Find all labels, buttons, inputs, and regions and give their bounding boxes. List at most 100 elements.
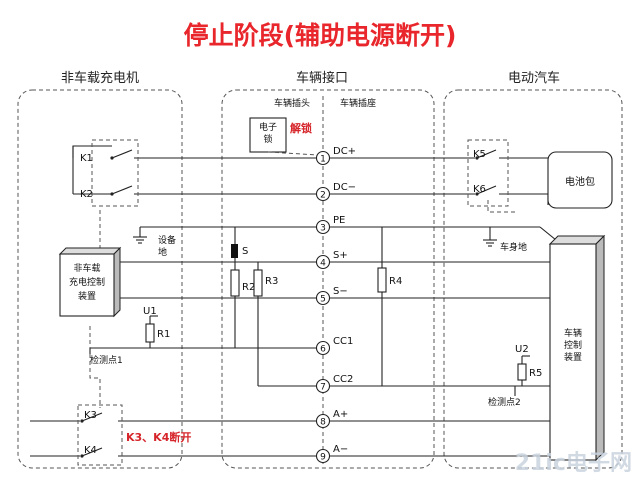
k4-label: K4 [84,445,97,456]
pin-name: PE [333,215,345,226]
vehicle-control-device: 车辆 控制 装置 [548,234,606,462]
pin-7: 7 CC2 [315,374,353,394]
svg-text:非车载: 非车载 [73,262,100,274]
pin-name: CC2 [333,374,353,385]
switch-k3 [80,412,103,423]
r4-label: R4 [389,276,402,287]
pin-number: 7 [320,383,326,393]
resistor-r1 [145,323,155,343]
r3-label: R3 [265,276,278,287]
charger-ctrl-line3: 装置 [78,290,96,302]
pin-name: S− [333,286,348,297]
k3k4-control-link [89,326,101,408]
charger-section-box [17,89,183,469]
pin-1: 1 DC+ [315,146,356,166]
pin-number: 3 [320,224,326,234]
equip-ground-label: 设备 [158,234,176,246]
vehicle-section-box [443,89,623,469]
switch-k1 [110,149,133,160]
k5k6-control-link [487,200,518,213]
u1-label: U1 [143,306,157,317]
wires [30,145,557,457]
pin-connectors: 1 DC+ 2 DC− 3 PE 4S+ 5 S− 6 CC1 7 CC2 8A+ 9 A− [315,146,356,464]
k2-label: K2 [80,189,93,200]
watermark: 21ic电子网 [515,451,632,476]
vehicle-section-label: 电动汽车 [508,70,560,86]
body-ground-symbol [483,239,497,247]
equip-ground-label-2: 地 [158,246,167,258]
charger-ctrl-line2: 充电控制 [69,276,105,288]
r2-label: R2 [242,282,255,293]
interface-section-label: 车辆接口 [296,70,348,86]
electronic-lock-label: 电子锁 [259,121,277,145]
pin-4: 4S+ [315,250,348,270]
electronic-lock-text: 电子 [259,121,277,133]
svg-text:充电控制: 充电控制 [69,276,105,288]
vehicle-ctrl-line3: 装置 [564,351,582,363]
pin-name: S+ [333,250,348,261]
pin-circle [315,150,331,166]
pin-3: 3 PE [315,215,345,235]
lock-link [267,151,319,156]
interface-section-box [221,89,435,469]
charger-control-device: 非车载 充电控制 装置 [58,246,122,318]
pin-name: DC+ [333,146,356,157]
pin-2: 2 DC− [315,182,356,202]
pin-circle [315,219,331,235]
plug-label: 车辆插头 [274,97,310,109]
battery-label: 电池包 [565,175,595,188]
charger-ctrl-line1: 非车载 [73,262,100,274]
pin-number: 6 [320,345,326,355]
svg-text:装置: 装置 [564,351,582,363]
pin-circle [315,254,331,270]
svg-text:车辆: 车辆 [564,327,582,339]
pin-name: A+ [333,409,348,420]
switch-s-label: S [242,246,248,257]
k5k6-switch-box [467,139,509,207]
pin-number: 1 [320,155,326,165]
switch-k5 [475,149,497,160]
unlock-label: 解锁 [290,121,312,135]
k1-label: K1 [80,153,93,164]
pin-number: 9 [320,453,326,463]
check-point-1-label: 检测点1 [90,354,123,366]
pin-9: 9 A− [315,444,348,464]
pin-circle [315,290,331,306]
k3k4-switch-box [77,404,123,466]
k5-label: K5 [473,149,486,160]
pin-circle [315,378,331,394]
resistor-r2 [230,269,240,297]
pin-number: 5 [320,295,326,305]
k6-label: K6 [473,184,486,195]
k1k2-switch-box [91,139,139,207]
pin-6: 6 CC1 [315,336,353,356]
svg-text:控制: 控制 [564,339,582,351]
r1-label: R1 [157,329,170,340]
page-title: 停止阶段(辅助电源断开) [184,21,457,50]
k34-off-label: K3、K4断开 [126,430,191,444]
pin-name: A− [333,444,348,455]
battery-box [547,151,613,209]
socket-label: 车辆插座 [340,97,376,109]
switch-k4 [80,447,103,458]
k3-label: K3 [84,410,97,421]
pin-circle [315,340,331,356]
pin-circle [315,413,331,429]
charger-section-label: 非车载充电机 [61,70,139,86]
switch-s [231,244,238,258]
vehicle-ctrl-line2: 控制 [564,339,582,351]
pin-number: 2 [320,191,326,201]
vehicle-ctrl-line1: 车辆 [564,327,582,339]
body-ground-label: 车身地 [500,241,527,253]
pin-8: 8A+ [315,409,348,429]
electronic-lock-box [249,117,287,153]
pin-name: CC1 [333,336,353,347]
switch-k6 [475,185,497,196]
u2-label: U2 [515,344,529,355]
check-point-2-label: 检测点2 [488,396,521,408]
pin-circle [315,448,331,464]
resistor-r5 [517,363,527,381]
pin-name: DC− [333,182,356,193]
